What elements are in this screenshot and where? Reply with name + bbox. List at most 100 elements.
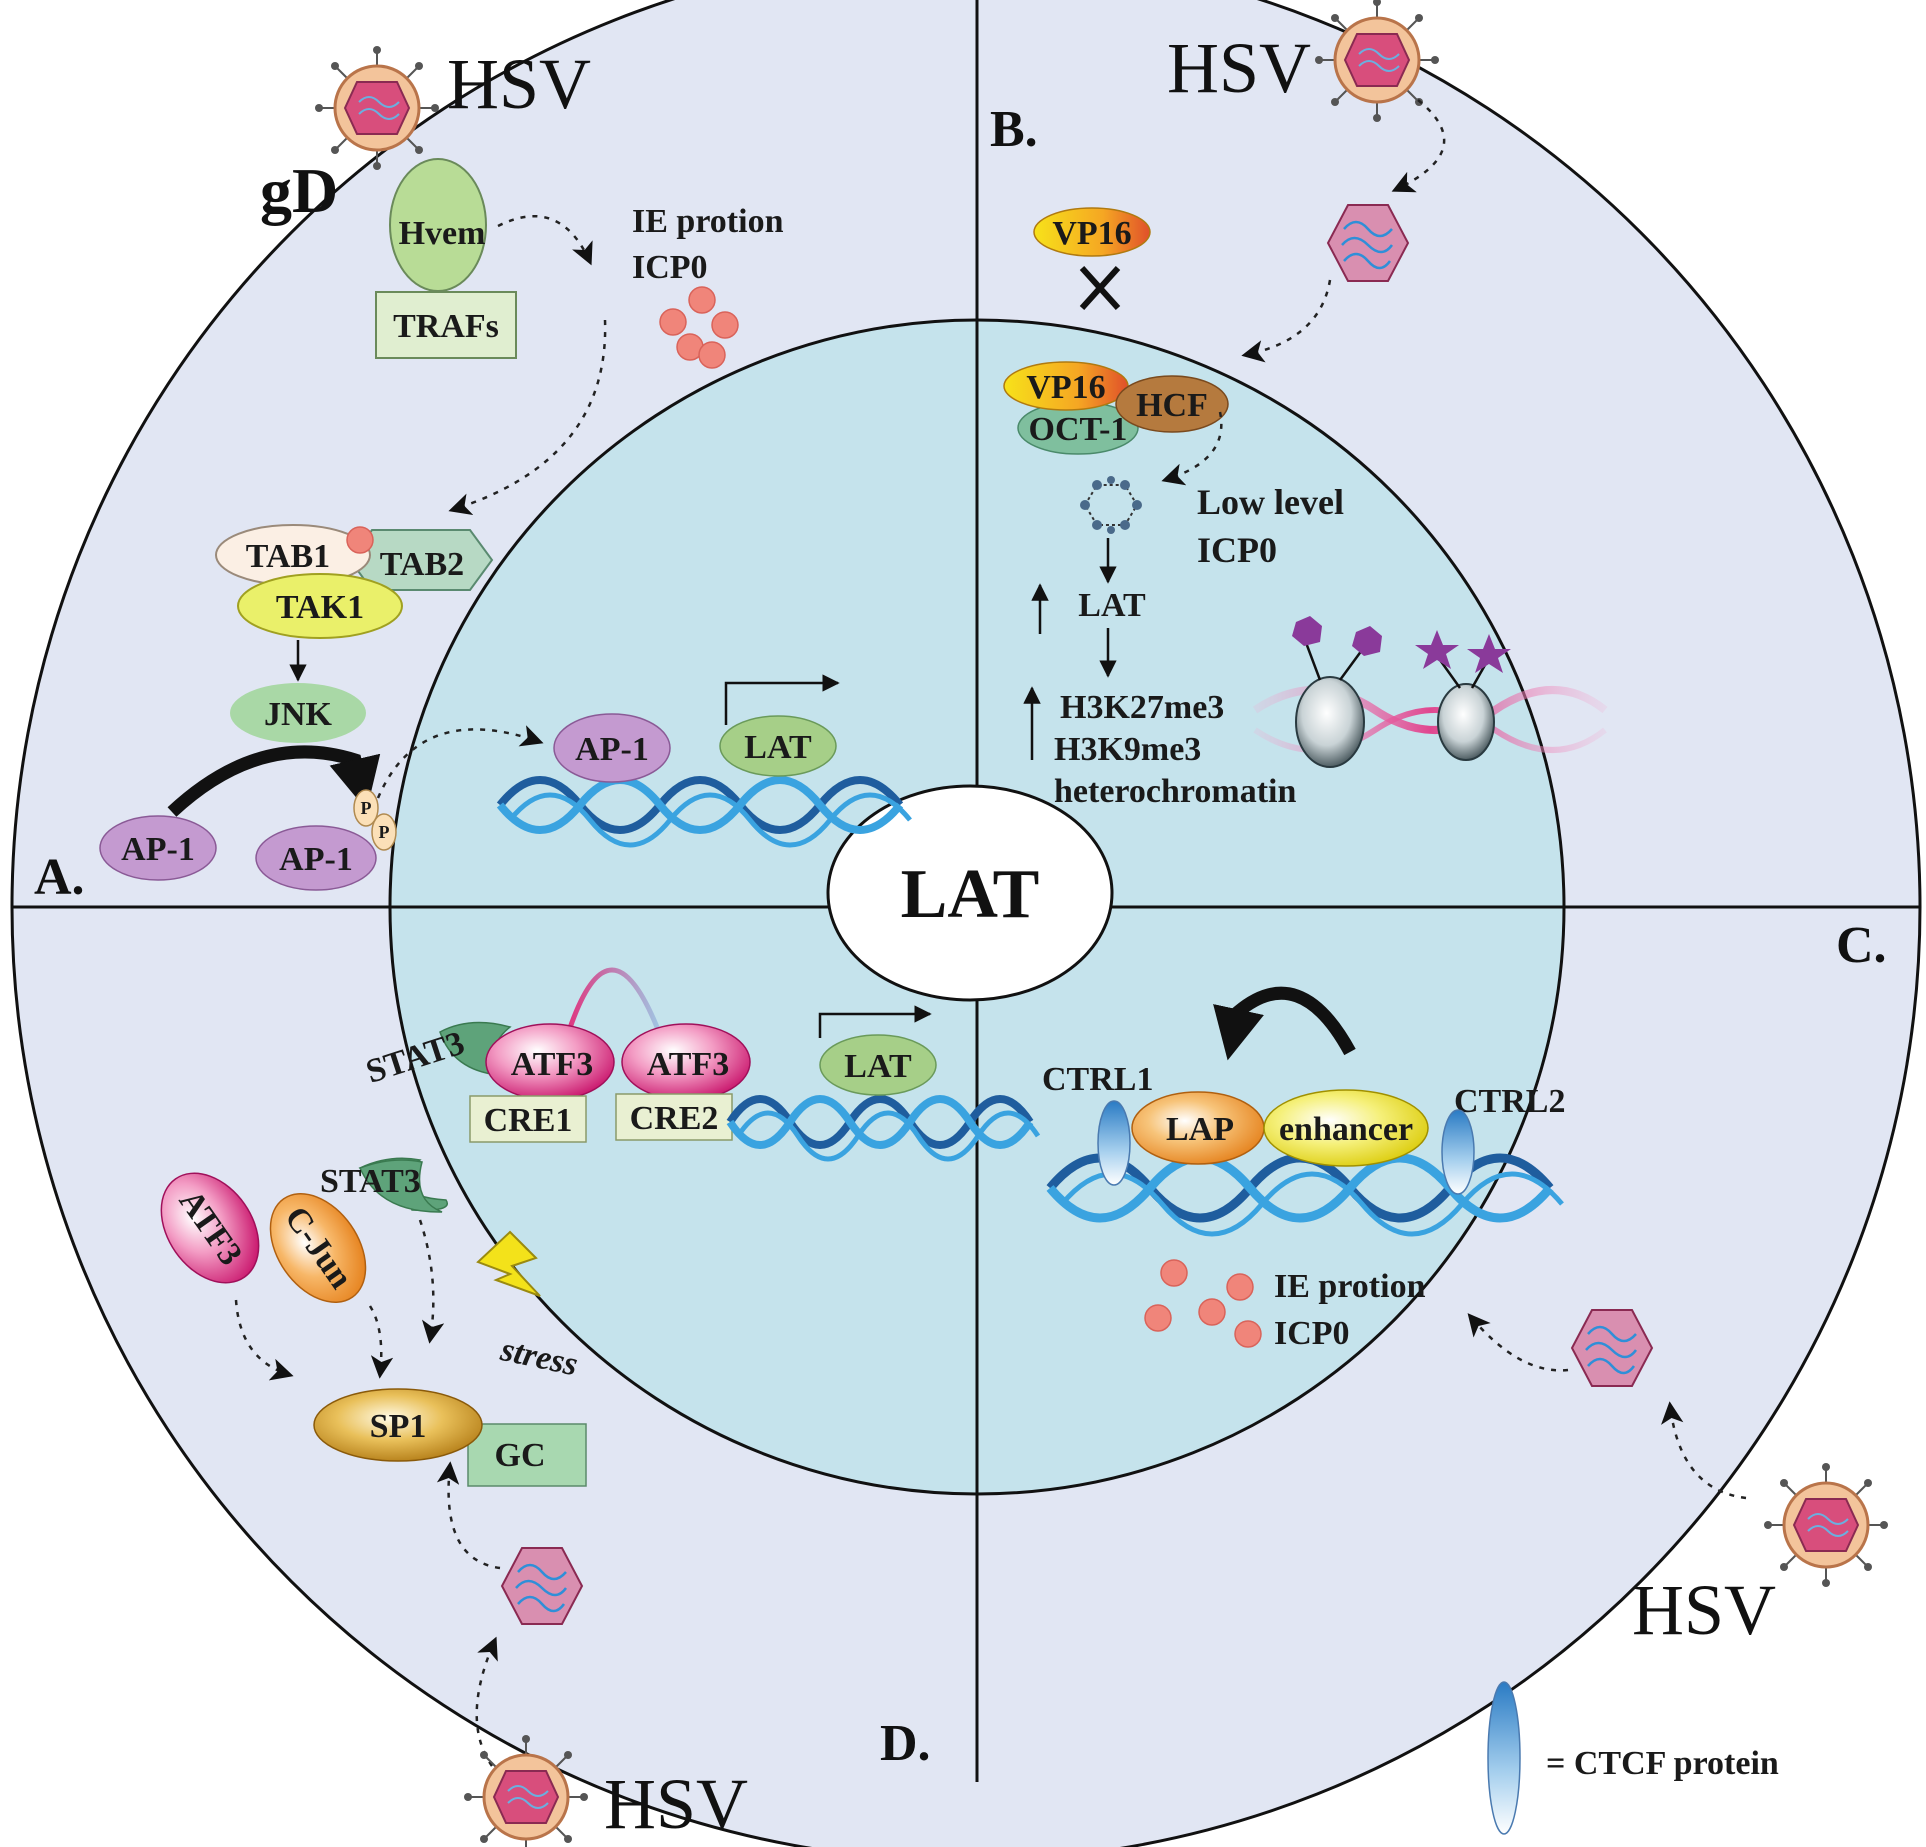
gd-label: gD [260,155,338,226]
atf3-ellipse-cyto [160,1172,260,1284]
arrow-stat3-to-sp1 [418,1219,445,1344]
legend-ctcf-label: = CTCF protein [1546,1745,1779,1782]
arrow-cjun-to-sp1 [368,1305,394,1379]
low-level-icp0-label: ICP0 [1197,530,1277,570]
vp16-blocked-x [1079,265,1121,311]
trafs-label: TRAFs [393,308,499,345]
phospho-p2 [371,813,397,851]
center-label: LAT [901,856,1040,933]
hsv-virus-b [1313,0,1441,124]
jnk-ellipse [230,683,366,743]
ctrl1-label: CTRL1 [1042,1061,1153,1098]
legend-ctcf-icon [1487,1681,1521,1835]
lap-label: LAP [1166,1111,1234,1148]
hsv-label-d: HSV [604,1764,748,1844]
arrow-capsid-to-nucleus-b [1241,279,1332,363]
tak1-label: TAK1 [276,589,364,626]
lat-ellipse-a [719,715,837,777]
phospho-p2-label: P [379,822,390,842]
quadrant-a: HSV gD TRAFs Hvem IE protion ICP0 TAB2 T… [99,44,912,891]
atf3-label-2: ATF3 [647,1046,729,1083]
low-level-label: Low level [1197,482,1344,522]
quadrant-c: CTRL1 CTRL2 LAP enhancer IE protion ICP0… [1042,986,1890,1650]
jnk-label: JNK [264,696,333,733]
ctcf-protein-1 [1097,1100,1131,1186]
hvem-label: Hvem [399,215,486,252]
enhancer-label: enhancer [1279,1111,1413,1148]
arrow-atf3-to-sp1 [234,1299,294,1381]
cre1-label: CRE1 [484,1102,573,1139]
vp16-label-cytoplasm: VP16 [1052,215,1131,252]
stress-lightning-icon [476,1230,541,1297]
icp0-label-c: ICP0 [1274,1315,1350,1352]
atf3-label-1: ATF3 [511,1046,593,1083]
sp1-label: SP1 [370,1408,427,1445]
ie-protein-label-c: IE protion [1274,1268,1426,1305]
cell-rings: LAT [10,0,1922,1847]
ap1-label-dna: AP-1 [575,731,649,768]
arrow-hcf-to-genome [1161,411,1223,486]
hvem-receptor [389,158,487,292]
arrow-enhancer-to-lap [1213,986,1356,1061]
phospho-p1-label: P [361,798,372,818]
stat3-label-lower: STAT3 [320,1163,421,1200]
viral-genome-circle [1080,476,1142,534]
ctcf-protein-2 [1441,1109,1475,1195]
quadrant-d: STAT3 ATF3 ATF3 CRE1 CRE2 LAT STAT3 ATF3… [160,967,1041,1847]
ctrl2-label: CTRL2 [1454,1083,1565,1120]
arrow-capsid-to-ie-c [1467,1313,1569,1372]
hcf-label: HCF [1136,387,1208,424]
sp1-ellipse [313,1388,483,1462]
h3k27me3-label: H3K27me3 [1060,689,1224,726]
enhancer-ellipse [1263,1089,1429,1167]
dna-helix-a [496,776,912,848]
tab2-label: TAB2 [380,546,464,583]
quadrant-a-letter: A. [34,849,85,906]
hsv-virus-c [1762,1461,1890,1589]
cre1-box [469,1095,587,1143]
arrow-hvem-to-ie [497,214,593,266]
chromatin-nucleosomes [1252,616,1608,768]
ie-protein-dots-a [659,286,739,369]
tab1-label: TAB1 [246,538,330,575]
arrow-virus-to-capsid-c [1661,1401,1747,1500]
quadrant-b-letter: B. [990,101,1038,158]
quadrant-c-letter: C. [1836,917,1887,974]
ie-protein-dots-c [1144,1259,1262,1348]
ap1-label-phos: AP-1 [279,841,353,878]
gc-label: GC [495,1437,546,1474]
hsv-label-c: HSV [1632,1570,1776,1650]
tab-phospho-dot [346,526,374,554]
tss-arrow-a [724,674,840,725]
arrow-ap1-to-nucleus [376,725,544,799]
gc-box [467,1423,587,1487]
dna-helix-d [726,1095,1041,1162]
arrow-virus-to-capsid-b [1391,99,1446,193]
arrow-ap1-phosphorylation [167,745,381,817]
arrow-capsid-to-sp1 [436,1461,501,1570]
hcf-ellipse [1115,375,1229,433]
stat3-lower-body [358,1159,443,1213]
lat-ellipse-d [819,1034,937,1096]
tss-arrow-d [818,1005,932,1038]
lat-label-a: LAT [744,729,812,766]
tak1-ellipse [237,573,403,639]
lat-label-d: LAT [844,1048,912,1085]
lat-label-b: LAT [1078,587,1146,624]
heterochromatin-label: heterochromatin [1054,773,1296,810]
quadrant-d-letter: D. [880,1715,931,1772]
hsv-virus-d [462,1733,590,1847]
center-ellipse [826,784,1114,1002]
quadrant-b: HSV VP16 OCT-1 VP16 HCF Low level ICP0 [1003,0,1608,810]
atf3-dimer-arc [563,967,665,1041]
ap1-ellipse-unphos [99,815,217,881]
phospho-p1 [353,789,379,827]
icp0-label-a: ICP0 [632,249,708,286]
hsv-virus-a [313,44,441,172]
h3k9me3-label: H3K9me3 [1054,731,1201,768]
ap1-ellipse-phos [255,825,377,891]
hsv-label-b: HSV [1167,28,1311,108]
ie-protein-label-a: IE protion [632,203,784,240]
trafs-box [375,291,517,359]
